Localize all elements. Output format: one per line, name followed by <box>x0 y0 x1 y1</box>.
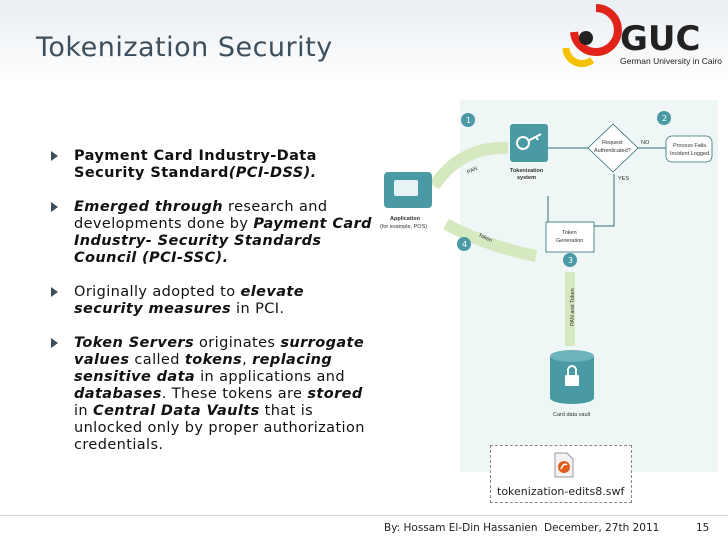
bullet-text: Emerged through <box>74 199 224 215</box>
svg-text:1: 1 <box>466 116 471 125</box>
bullet-text: that is unlocked only by proper authoriz… <box>74 403 365 453</box>
bullet-arrow-icon <box>51 287 58 297</box>
pan-arrow <box>429 141 509 190</box>
bullet-list: Payment Card Industry-Data Security Stan… <box>48 148 378 471</box>
bullet-item: Emerged through research and development… <box>48 199 378 267</box>
bullet-text: called <box>129 352 185 368</box>
bullet-item: Originally adopted to elevate security m… <box>48 284 378 318</box>
card-data-vault-icon <box>550 350 594 404</box>
token-arrow <box>443 218 538 262</box>
page-number: 15 <box>696 522 710 534</box>
svg-text:PAN and Token: PAN and Token <box>570 288 576 326</box>
bullet-text: Token Servers <box>74 335 195 351</box>
step-4-badge <box>457 237 471 251</box>
bullet-text: Payment Card Industry-Data Security Stan… <box>74 148 317 181</box>
bullet-item: Payment Card Industry-Data Security Stan… <box>48 148 378 182</box>
bullet-text: databases <box>74 386 162 402</box>
logo-brand: GUC <box>620 19 700 59</box>
token-generation-box <box>545 221 595 253</box>
process-fails-box <box>665 135 713 163</box>
svg-text:YES: YES <box>618 176 629 182</box>
step-1-badge <box>461 113 475 127</box>
svg-text:NO: NO <box>641 140 650 146</box>
bullet-arrow-icon <box>51 338 58 348</box>
svg-text:Authenticated?: Authenticated? <box>594 148 631 154</box>
svg-text:(for example, POS): (for example, POS) <box>380 224 427 230</box>
swf-file-name: tokenization-edits8.swf <box>497 485 625 498</box>
slide-title: Tokenization Security <box>36 32 333 63</box>
embedded-swf-file[interactable]: tokenization-edits8.swf <box>490 445 632 503</box>
svg-text:Generation: Generation <box>556 238 583 244</box>
bullet-text: Originally adopted to <box>74 284 241 300</box>
bullet-text: stored <box>307 386 363 402</box>
footer-author: By: Hossam El-Din Hassanien <box>384 522 538 534</box>
svg-text:4: 4 <box>462 240 467 249</box>
svg-text:PAN: PAN <box>466 166 478 176</box>
bullet-text: in PCI. <box>231 301 285 317</box>
svg-text:Process Fails.: Process Fails. <box>673 143 708 149</box>
bullet-text: elevate security measures <box>74 284 304 317</box>
bullet-text: (PCI-DSS). <box>228 165 317 181</box>
bullet-text: surrogate values <box>74 335 365 368</box>
bullet-arrow-icon <box>51 202 58 212</box>
bullet-text: in <box>74 403 94 419</box>
svg-text:Tokenization: Tokenization <box>510 168 544 174</box>
flash-file-icon <box>554 452 574 478</box>
bullet-text: Payment Card Industry- Security Standard… <box>74 216 372 266</box>
bullet-text: replacing sensitive data <box>74 352 333 385</box>
svg-text:Incident Logged.: Incident Logged. <box>670 151 711 157</box>
bullet-text: in applications and <box>195 369 345 385</box>
svg-text:Request: Request <box>602 140 623 146</box>
step-3-badge <box>563 253 577 267</box>
svg-text:system: system <box>517 175 536 181</box>
svg-text:Token: Token <box>562 230 577 236</box>
request-authenticated-diamond <box>587 123 639 173</box>
svg-text:3: 3 <box>568 256 573 265</box>
bullet-text: . These tokens are <box>161 386 308 402</box>
svg-text:Token: Token <box>477 232 493 244</box>
bullet-text: Central Data Vaults <box>93 403 260 419</box>
bullet-item: Token Servers originates surrogate value… <box>48 335 378 454</box>
footer-divider <box>0 515 728 516</box>
bullet-text: research and developments done by <box>74 199 328 232</box>
logo-emblem-icon <box>562 4 622 67</box>
bullet-text: , <box>242 352 253 368</box>
tokenization-diagram: 1 2 3 4 Application (for example, POS) T… <box>376 96 720 472</box>
logo-subtitle: German University in Cairo <box>620 56 722 66</box>
guc-logo: GUC German University in Cairo <box>552 0 728 86</box>
bullet-text: originates <box>194 335 281 351</box>
footer-date: December, 27th 2011 <box>544 522 660 534</box>
svg-text:Application: Application <box>390 216 421 222</box>
svg-text:Card data vault: Card data vault <box>553 412 591 418</box>
step-2-badge <box>657 111 671 125</box>
bullet-text: tokens <box>184 352 243 368</box>
svg-text:2: 2 <box>662 114 667 123</box>
bullet-arrow-icon <box>51 151 58 161</box>
